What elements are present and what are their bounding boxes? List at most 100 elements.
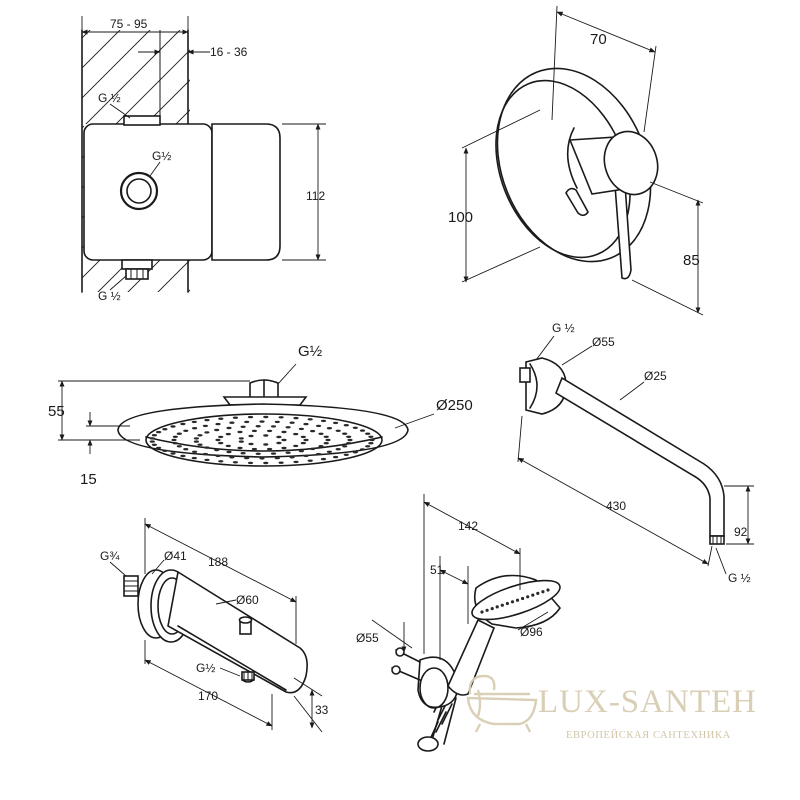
nozzle [170, 452, 176, 455]
dim-total: 188 [208, 555, 228, 569]
top-inlet [123, 115, 161, 126]
nozzle [263, 434, 269, 437]
nozzle [214, 448, 220, 452]
nozzle [326, 450, 332, 453]
thread-bottom-label: G ½ [728, 571, 751, 585]
nozzle [281, 446, 287, 450]
nozzle [293, 416, 299, 420]
dim-flange: Ø55 [592, 335, 615, 349]
nozzle [298, 427, 304, 431]
nozzle [237, 430, 243, 434]
nozzle [300, 435, 306, 439]
dim-drop: 92 [734, 525, 748, 539]
nozzle [225, 444, 231, 448]
nozzle [303, 438, 309, 442]
nozzle [342, 445, 348, 448]
nozzle [225, 432, 231, 436]
nozzle [255, 452, 261, 455]
nozzle [151, 434, 157, 437]
nozzle [289, 421, 295, 424]
nozzle [156, 430, 162, 434]
nozzle [303, 422, 309, 426]
nozzle [204, 418, 210, 422]
nozzle [333, 455, 339, 459]
nozzle [335, 429, 341, 432]
nozzle [307, 459, 313, 462]
dim-height: 55 [48, 403, 65, 420]
nozzle [276, 435, 282, 439]
nozzle [500, 603, 504, 607]
nozzle [270, 425, 277, 428]
nozzle [176, 432, 182, 435]
nozzle [343, 453, 349, 456]
nozzle [310, 429, 316, 433]
nozzle [270, 452, 277, 455]
dim-flange: Ø55 [356, 631, 379, 645]
thread-label: G½ [298, 343, 323, 360]
nozzle [151, 443, 157, 446]
nozzle [204, 446, 210, 449]
nozzle [204, 458, 210, 462]
nozzle [365, 445, 371, 448]
shower-handle [447, 618, 496, 696]
nozzle [202, 424, 208, 428]
nozzle [310, 447, 316, 451]
nozzle [281, 430, 287, 434]
thread-center-label: G½ [152, 149, 171, 163]
nozzle [247, 415, 254, 419]
lever [613, 169, 632, 280]
nozzle [215, 438, 221, 442]
nozzle [303, 454, 309, 458]
nozzle [172, 435, 178, 438]
nozzle [318, 432, 324, 435]
nozzle [149, 440, 155, 443]
bottom-outlet [121, 259, 153, 270]
dim-diameter: Ø250 [436, 397, 473, 414]
nozzle [183, 429, 189, 432]
dim-edge: 15 [80, 471, 97, 488]
nozzle [278, 461, 284, 464]
center-port [119, 171, 159, 211]
nozzle [289, 456, 295, 459]
nozzle [226, 426, 232, 430]
nozzle [251, 429, 257, 433]
nozzle [510, 600, 515, 604]
nozzle [323, 442, 329, 445]
nozzle [229, 421, 235, 424]
shower-head-drawing: G½ Ø250 55 15 [48, 343, 473, 488]
nozzle [232, 416, 238, 419]
nozzle [238, 440, 244, 443]
hand-shower-nozzles [480, 588, 550, 614]
diverter-knob [565, 187, 589, 217]
thread-outlet-label: G½ [196, 661, 215, 675]
nozzle [218, 460, 224, 463]
nozzle [316, 452, 322, 456]
nozzle [274, 420, 280, 424]
nozzle [346, 442, 352, 445]
nozzle [226, 450, 232, 454]
nozzle [238, 437, 244, 440]
nozzle [342, 432, 348, 435]
nozzle [300, 441, 306, 445]
arm-pipe [555, 376, 725, 537]
mixer-handle-drawing: 70 100 85 [448, 5, 704, 316]
nozzles [149, 415, 375, 465]
nozzle [281, 438, 287, 442]
nozzle [526, 595, 530, 599]
nozzle [237, 446, 243, 450]
nozzle [192, 427, 198, 430]
nozzle [267, 429, 273, 433]
nozzle [192, 450, 198, 453]
nozzle [346, 435, 352, 438]
nozzle [180, 422, 186, 426]
mixer-body [83, 123, 213, 261]
nozzle [365, 432, 371, 435]
shower-disc [117, 403, 409, 458]
nozzle [204, 431, 210, 434]
nozzle [214, 428, 220, 432]
nozzle [480, 610, 484, 614]
nozzle [197, 443, 203, 446]
nozzle [352, 426, 358, 429]
nozzle [335, 448, 341, 451]
dim-height: 33 [315, 703, 329, 717]
